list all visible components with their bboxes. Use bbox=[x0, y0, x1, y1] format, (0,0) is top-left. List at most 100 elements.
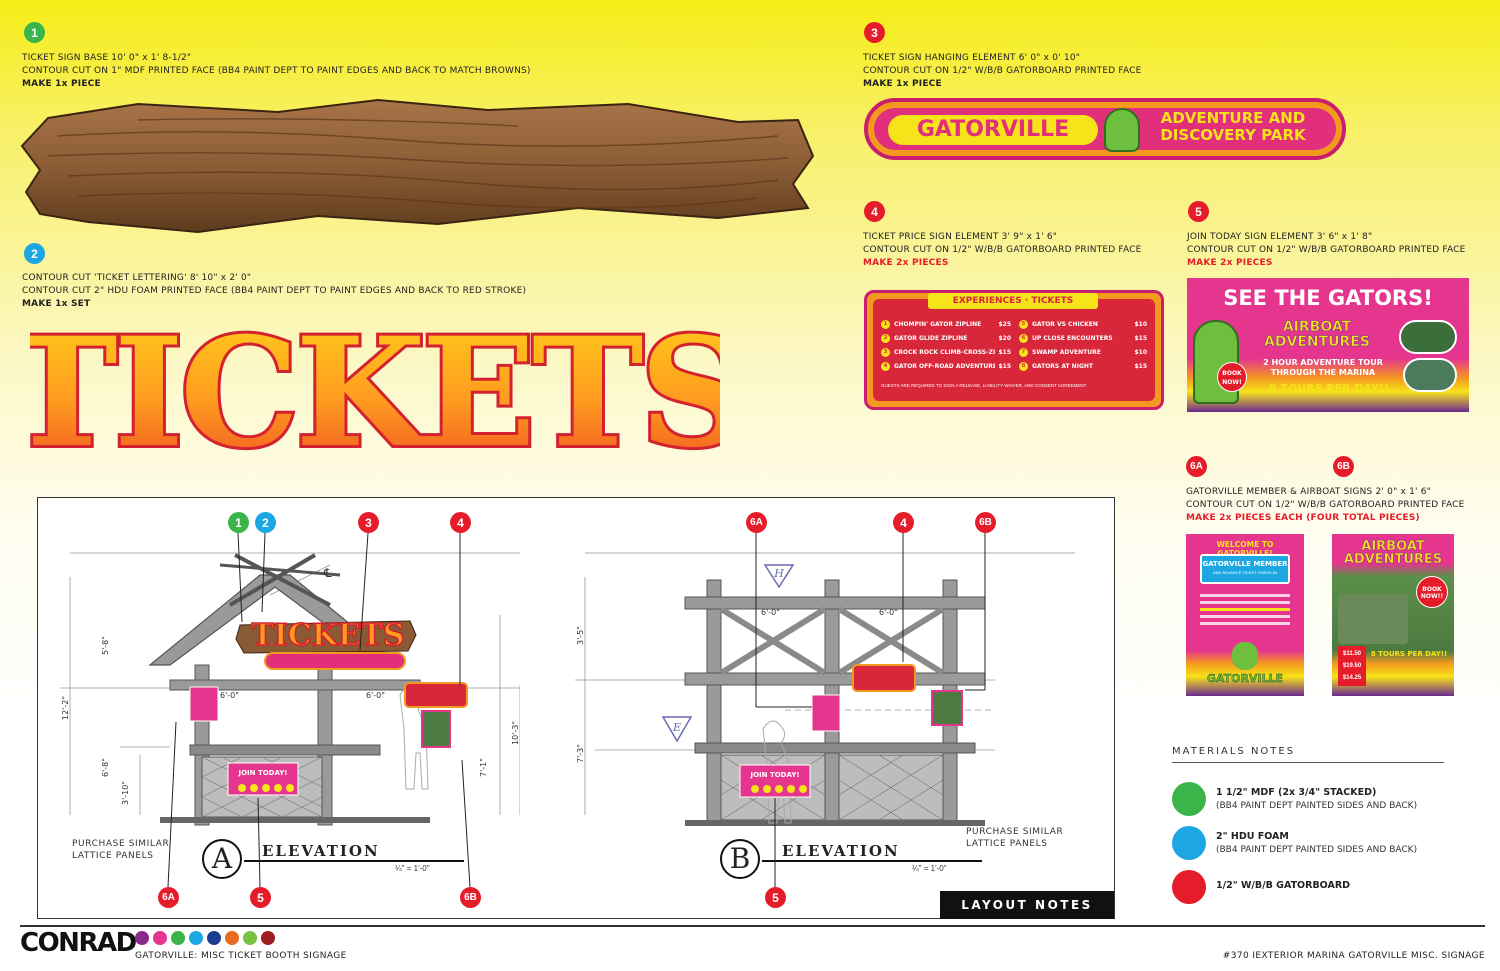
member-sign-top: WELCOME TO GATORVILLE! bbox=[1216, 540, 1274, 558]
tour-info: 2 HOUR ADVENTURE TOUR THROUGH THE MARINA bbox=[1263, 358, 1383, 377]
dim-b1: 6'-0" bbox=[761, 608, 780, 617]
price-row-number: 2 bbox=[881, 333, 890, 343]
elev-b-join: JOIN TODAY! bbox=[750, 771, 800, 779]
footer-color-dot bbox=[189, 931, 203, 945]
price-row-name: GATOR VS CHICKEN bbox=[1032, 320, 1098, 328]
dim-b4: 3'-5" bbox=[576, 626, 585, 645]
dim-h6: 5'-8" bbox=[101, 636, 110, 655]
footer-color-dot bbox=[171, 931, 185, 945]
airboat-sign-6b: AIRBOAT ADVENTURES BOOK NOW!! $11.50 $19… bbox=[1332, 534, 1454, 696]
price-row-number: 6 bbox=[1019, 333, 1028, 343]
dim-d2: 6'-0" bbox=[366, 691, 385, 700]
member-body-text bbox=[1200, 590, 1290, 646]
materials-title-rule bbox=[1172, 762, 1444, 763]
price-row-price: $20 bbox=[998, 334, 1011, 342]
member-sign-brand: GATORVILLE bbox=[1206, 672, 1284, 685]
elev-a-join: JOIN TODAY! bbox=[238, 769, 288, 777]
material-row: 1/2" W/B/B GATORBOARD bbox=[1172, 865, 1472, 909]
material-row: 2" HDU FOAM(BB4 PAINT DEPT PAINTED SIDES… bbox=[1172, 821, 1472, 865]
callout-2: 2 bbox=[255, 512, 276, 533]
dim-b3: 7'-3" bbox=[576, 744, 585, 763]
price-row-number: 3 bbox=[881, 347, 890, 357]
material-row: 1 1/2" MDF (2x 3/4" STACKED) (BB4 PAINT D… bbox=[1172, 777, 1472, 821]
dim-h4: 6'-8" bbox=[101, 758, 110, 777]
footer-color-dot bbox=[261, 931, 275, 945]
item-1-badge: 1 bbox=[24, 22, 45, 43]
callout-3: 3 bbox=[358, 512, 379, 533]
price-row-price: $10 bbox=[1134, 348, 1147, 356]
elevation-a-rule bbox=[244, 860, 464, 862]
elevation-b-drawing: JOIN TODAY! H E 6'-0" 6'-0" 7'-3" 3'-5" bbox=[575, 552, 1075, 826]
price-row-price: $25 bbox=[998, 320, 1011, 328]
price-row-name: GATOR OFF-ROAD ADVENTURE bbox=[894, 362, 996, 370]
price-row-name: SWAMP ADVENTURE bbox=[1032, 348, 1101, 356]
price-row-price: $15 bbox=[1134, 362, 1147, 370]
footer-job: #370 IEXTERIOR MARINA GATORVILLE MISC. S… bbox=[1222, 951, 1485, 961]
tours-per-day: 8 TOURS PER DAY!! bbox=[1269, 382, 1389, 395]
elevation-a-drawing: TICKETS JOIN TODAY! 6'-0" 6'-0" 12'-2" 5… bbox=[60, 552, 520, 826]
dim-h1: 12'-2" bbox=[61, 696, 70, 720]
item-5-spec: JOIN TODAY SIGN ELEMENT 3' 6" x 1' 8" CO… bbox=[1187, 232, 1466, 268]
item-2-spec: CONTOUR CUT 'TICKET LETTERING' 8' 10" x … bbox=[22, 273, 527, 309]
material-detail: (BB4 PAINT DEPT PAINTED SIDES AND BACK) bbox=[1216, 801, 1418, 811]
price-row-name: UP CLOSE ENCOUNTERS bbox=[1032, 334, 1113, 342]
price-row-number: 4 bbox=[881, 361, 890, 371]
dim-h5: 3'-10" bbox=[121, 781, 130, 805]
dim-b2: 6'-0" bbox=[879, 608, 898, 617]
item-6b-badge: 6B bbox=[1333, 456, 1354, 477]
tours-per-day-6b: 8 TOURS PER DAY!! bbox=[1370, 650, 1448, 658]
material-name: 1 1/2" MDF (2x 3/4" STACKED) bbox=[1216, 787, 1377, 798]
callout-1: 1 bbox=[228, 512, 249, 533]
airboat-brand: AIRBOAT ADVENTURES bbox=[1264, 319, 1370, 350]
footer-color-dot bbox=[153, 931, 167, 945]
item-4-spec: TICKET PRICE SIGN ELEMENT 3' 9" x 1' 6" … bbox=[863, 232, 1142, 268]
price-row-price: $15 bbox=[998, 348, 1011, 356]
item-6a-badge: 6A bbox=[1186, 456, 1207, 477]
conrad-logo: CONRAD bbox=[20, 928, 137, 958]
price-board-title: EXPERIENCES · TICKETS bbox=[928, 293, 1098, 309]
callout-4-b: 4 bbox=[893, 512, 914, 533]
price-row-number: 7 bbox=[1019, 347, 1028, 357]
elevation-a-scale: ¼" = 1'-0" bbox=[395, 864, 430, 873]
gator-mascot-icon bbox=[1104, 108, 1140, 152]
footer-color-dot bbox=[207, 931, 221, 945]
airboat-photo bbox=[1338, 594, 1408, 644]
elevation-b-label: ELEVATION bbox=[782, 842, 900, 860]
gator-mascot-icon bbox=[1232, 642, 1258, 670]
material-color-dot bbox=[1172, 826, 1206, 860]
materials-list: 1 1/2" MDF (2x 3/4" STACKED) (BB4 PAINT D… bbox=[1172, 777, 1472, 909]
airboat-brand-6b: AIRBOAT ADVENTURES bbox=[1343, 539, 1443, 567]
material-color-dot bbox=[1172, 870, 1206, 904]
price-row-name: CHOMPIN' GATOR ZIPLINE bbox=[894, 320, 982, 328]
sign-tagline: ADVENTURE AND DISCOVERY PARK bbox=[1160, 109, 1306, 144]
material-color-dot bbox=[1172, 782, 1206, 816]
callout-5-a: 5 bbox=[250, 887, 271, 908]
book-now-badge: BOOK NOW! bbox=[1217, 362, 1247, 392]
elevation-a-label: ELEVATION bbox=[262, 842, 380, 860]
callout-5-b: 5 bbox=[765, 887, 786, 908]
join-today-sign: SEE THE GATORS! AIRBOAT ADVENTURES 2 HOU… bbox=[1187, 278, 1469, 412]
elevation-b-scale: ¼" = 1'-0" bbox=[912, 864, 947, 873]
elev-a-tickets: TICKETS bbox=[251, 618, 404, 653]
footer-color-dots bbox=[135, 931, 275, 945]
price-row-name: GATORS AT NIGHT bbox=[1032, 362, 1093, 370]
dim-h3: 7'-1" bbox=[479, 758, 488, 777]
price-row-price: $10 bbox=[1134, 320, 1147, 328]
sign-brand: GATORVILLE bbox=[888, 115, 1098, 145]
tickets-lettering-text: TICKETS bbox=[30, 305, 720, 475]
footer-color-dot bbox=[225, 931, 239, 945]
footer-color-dot bbox=[135, 931, 149, 945]
tickets-lettering: TICKETS bbox=[30, 305, 720, 475]
callout-6a-b: 6A bbox=[746, 512, 767, 533]
material-name: 1/2" W/B/B GATORBOARD bbox=[1216, 880, 1351, 891]
dim-d1: 6'-0" bbox=[220, 691, 239, 700]
footer-color-dot bbox=[243, 931, 257, 945]
item-3-spec: TICKET SIGN HANGING ELEMENT 6' 0" x 0' 1… bbox=[863, 53, 1142, 89]
